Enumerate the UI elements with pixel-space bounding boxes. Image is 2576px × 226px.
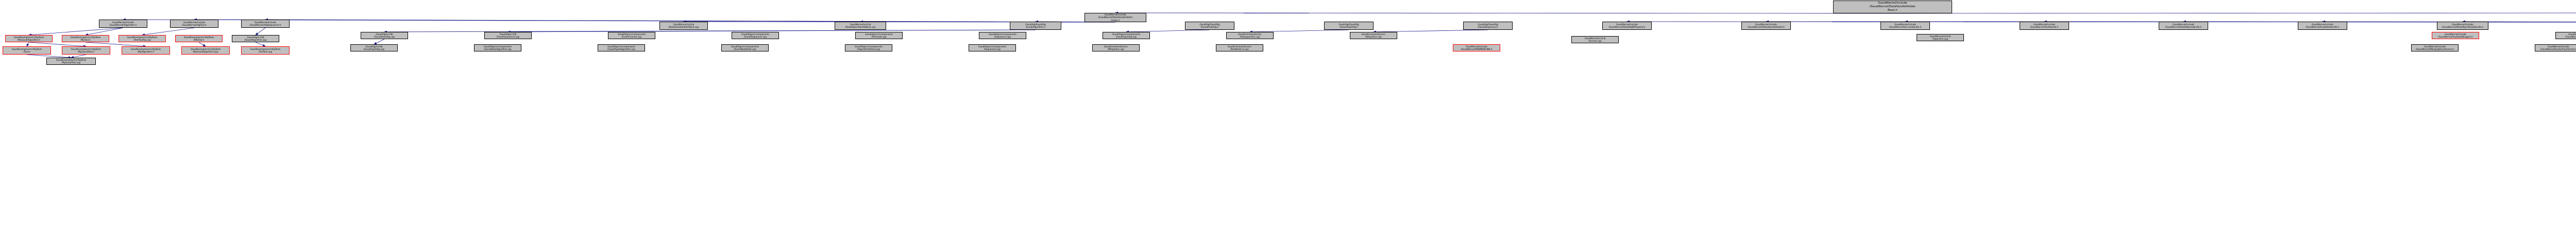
- graph-node[interactable]: GaudiKernel/include /GaudiKernel/AnyData…: [2298, 22, 2347, 30]
- graph-edge: [28, 27, 124, 37]
- graph-node[interactable]: GaudiCommonSvc/src /HistogramSvc.cpp: [1226, 32, 1274, 39]
- graph-node[interactable]: GaudiAlg/src/lib /GaudiHistoAlg.cpp: [361, 32, 408, 39]
- graph-root-node[interactable]: GaudiKernel/include /GaudiKernel/DataHan…: [1833, 1, 1952, 13]
- graph-edge: [255, 27, 266, 36]
- graph-node[interactable]: GaudiKernel/include /GaudiKernel/ScalarT…: [2535, 44, 2576, 51]
- graph-node[interactable]: GaudiKernel/include /GaudiKernel/Algorit…: [99, 20, 147, 28]
- graph-node[interactable]: GaudiAlg/src/components /GaudiTupleAlgor…: [598, 44, 645, 51]
- graph-node[interactable]: GaudiAlg/src/components /Sequencer.cpp: [969, 44, 1016, 51]
- graph-edge: [85, 27, 124, 36]
- graph-node[interactable]: GaudiKernel/include /GaudiKernel/DataHan…: [1084, 13, 1146, 22]
- graph-node[interactable]: GaudiAlg/GaudiAlg /GaudiAlgorithm.h: [1010, 22, 1061, 30]
- graph-node[interactable]: GaudiKernel/src/Lib /Service.cpp: [1571, 36, 1619, 43]
- graph-edge: [384, 29, 1036, 33]
- graph-node[interactable]: GaudiAlg/GaudiAlg /GaudiHistoAlg.h: [1185, 22, 1234, 30]
- graph-node[interactable]: GaudiKernel/include /GaudiKernel/DataObj…: [2159, 22, 2208, 30]
- graph-edge: [85, 42, 146, 48]
- graph-node[interactable]: GaudiExamples/src/AlgTools /MyGaudiTool.…: [62, 46, 110, 55]
- graph-node[interactable]: GaudiExamples/src/AlgTools /MyGaudiAlgor…: [5, 35, 53, 42]
- graph-node[interactable]: GaudiAlg/src/components /GaudiHistoAlgor…: [474, 44, 521, 51]
- graph-node[interactable]: GaudiExamples/src/AlgTools /TestToolAlg.…: [118, 35, 166, 42]
- graph-node[interactable]: GaudiKernel/include /GaudiKernel/Service…: [1880, 22, 1930, 30]
- graph-node[interactable]: GaudiKernel/src/Lib /Algorithm.cpp: [1917, 34, 1964, 41]
- graph-edge: [142, 27, 195, 36]
- graph-node[interactable]: GaudiCommonSvc/src /NTupleSvc.cpp: [1092, 44, 1140, 51]
- graph-node[interactable]: GaudiAlg/src/components /EventCounter.cp…: [608, 32, 655, 39]
- graph-node[interactable]: GaudiKernel/include /GaudiKernel/AnyData…: [2432, 32, 2479, 39]
- graph-edge: [198, 42, 206, 47]
- graph-node[interactable]: GaudiExamples/src/AlgTools /MyGaudiAlgor…: [181, 46, 230, 55]
- graph-node[interactable]: GaudiExamples/src/AlgTools /TestTool.cpp: [241, 46, 290, 55]
- graph-node[interactable]: GaudiAlg/GaudiAlg /GaudiTupleAlg.h: [1324, 22, 1374, 30]
- graph-node[interactable]: GaudiAlg/src/components /GaudiTupleAlg.c…: [1103, 32, 1150, 39]
- graph-node[interactable]: GaudiAlg/src/lib /GaudiAlgorithm.cpp: [232, 35, 279, 42]
- graph-node[interactable]: GaudiKernel/include /GaudiKernel/DataObj…: [2437, 22, 2488, 30]
- graph-node[interactable]: GaudiKernel/include /GaudiKernel/Merging…: [2411, 44, 2459, 51]
- graph-node[interactable]: GaudiKernel/include /GaudiKernel/IDataHa…: [1741, 22, 1791, 30]
- graph-node[interactable]: GaudiCommonSvc/src /RootHistCnv.cpp: [1216, 44, 1263, 51]
- graph-edge: [194, 18, 1116, 23]
- graph-edge: [374, 39, 385, 45]
- graph-node[interactable]: GaudiAlg/GaudiAlg /GaudiSequencer.h: [1463, 22, 1513, 30]
- graph-node[interactable]: GaudiKernel/include /GaudiKernel/RNDMENG…: [1453, 44, 1500, 51]
- graph-node[interactable]: GaudiAlg/src/lib /GaudiSequencer.cpp: [484, 32, 532, 39]
- graph-node[interactable]: GaudiKernel/include /GaudiKernel/DataObj…: [1602, 22, 1652, 30]
- graph-node[interactable]: GaudiAlg/src/components /EventNodeKiller…: [721, 44, 769, 51]
- graph-node[interactable]: GaudiExamples/src/AlgTools /MyAlgorithm.…: [122, 46, 170, 55]
- graph-node[interactable]: GaudiKernel/src/Lib /DataHandleHolderBas…: [659, 22, 708, 30]
- graph-node[interactable]: GaudiAlg/src/lib /GaudiTupleAlg.cpp: [350, 44, 398, 51]
- graph-node[interactable]: GaudiKernel/include /GaudiKernel/Functio…: [2555, 32, 2576, 39]
- graph-node[interactable]: GaudiKernel/src/Lib /DataObjectHandleBas…: [835, 22, 886, 30]
- graph-edge: [28, 42, 87, 48]
- graph-edge: [26, 42, 29, 47]
- graph-node[interactable]: GaudiAlg/src/components /Prescaler.cpp: [855, 32, 903, 39]
- graph-node[interactable]: GaudiExamples/src/AlgTools /Tool.h: [3, 46, 51, 55]
- graph-node[interactable]: GaudiExamples/src/AlgTools /MyGaudiTool.…: [46, 58, 96, 65]
- graph-node[interactable]: GaudiExamples/src/AlgTools /MyTool.h: [62, 35, 109, 42]
- graph-edge: [255, 42, 266, 47]
- graph-node[interactable]: GaudiExamples/src/AlgTools /IMyTool.h: [175, 35, 223, 42]
- graph-node[interactable]: GaudiAlg/src/components /Sequencer.cpp: [979, 32, 1026, 39]
- graph-node[interactable]: GaudiKernel/include /GaudiKernel/AlgSequ…: [241, 20, 290, 28]
- graph-node[interactable]: GaudiKernel/include /GaudiKernel/AlgTool…: [170, 20, 218, 28]
- graph-node[interactable]: GaudiCommonSvc/src /NTupleSvc.cpp: [1350, 32, 1397, 39]
- graph-node[interactable]: GaudiAlg/src/components /AlgorithmHistor…: [845, 44, 892, 51]
- graph-node[interactable]: GaudiKernel/include /GaudiKernel/ToolHan…: [2020, 22, 2069, 30]
- graph-node[interactable]: GaudiAlg/src/components /GaudiSequencer.…: [732, 32, 779, 39]
